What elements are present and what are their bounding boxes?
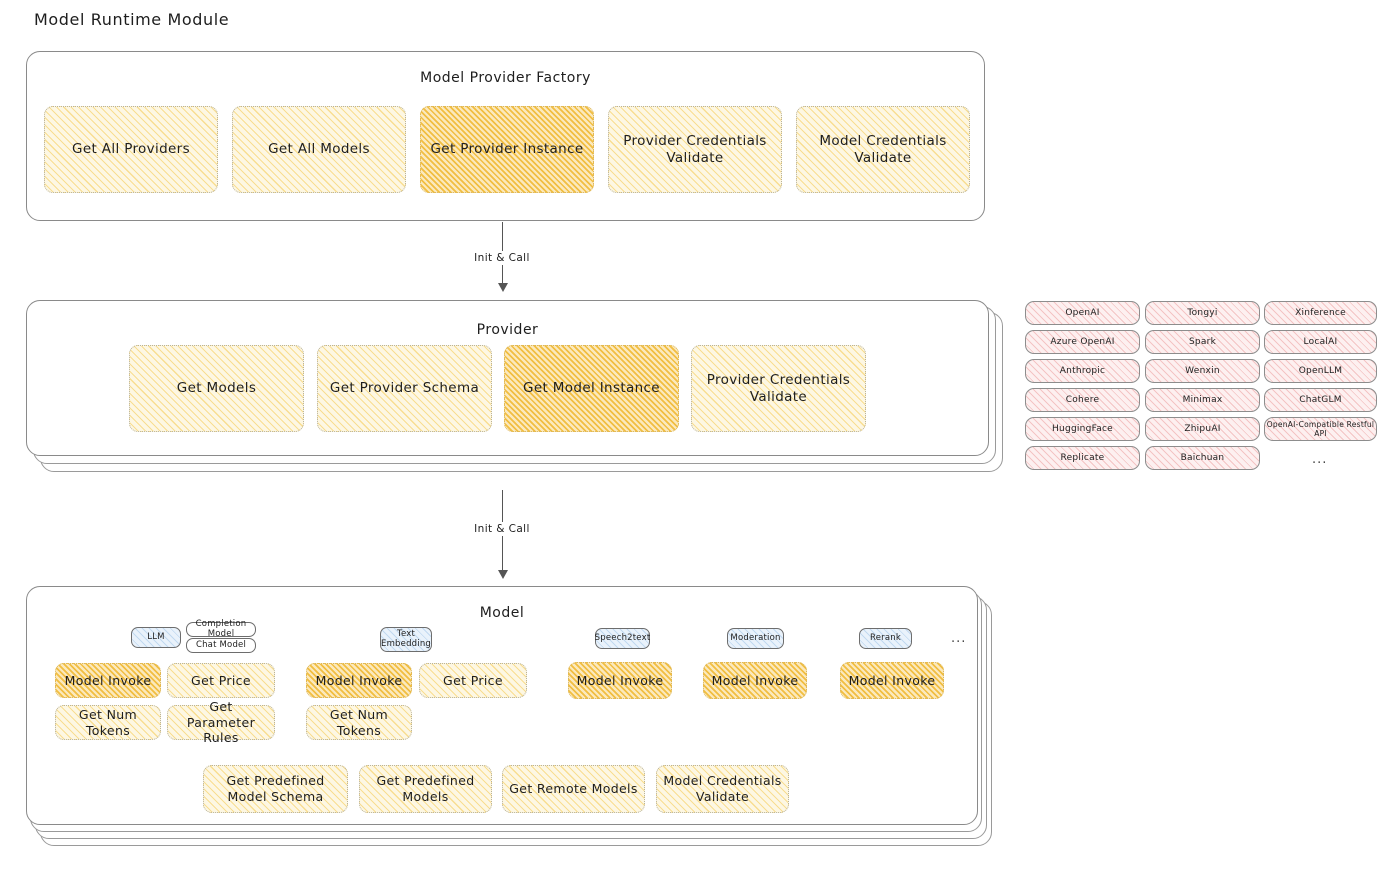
chip-llm-get-num-tokens[interactable]: Get Num Tokens xyxy=(55,705,161,740)
page-title: Model Runtime Module xyxy=(34,10,230,29)
pill-provider-openai[interactable]: OpenAI xyxy=(1025,301,1140,325)
arrow-head-provider-to-model xyxy=(498,570,508,579)
pill-provider-cohere[interactable]: Cohere xyxy=(1025,388,1140,412)
pill-provider-tongyi[interactable]: Tongyi xyxy=(1145,301,1260,325)
pill-provider-zhipuai[interactable]: ZhipuAI xyxy=(1145,417,1260,441)
panel-title-model-provider-factory: Model Provider Factory xyxy=(420,70,591,86)
arrow-label-init-and-call-1: Init & Call xyxy=(469,251,535,265)
badge-model-type-llm[interactable]: LLM xyxy=(131,627,181,648)
chip-text-embedding-get-num-tokens[interactable]: Get Num Tokens xyxy=(306,705,412,740)
badge-llm-chat-model[interactable]: Chat Model xyxy=(186,638,256,653)
badge-model-type-rerank[interactable]: Rerank xyxy=(859,628,912,649)
chip-get-provider-schema[interactable]: Get Provider Schema xyxy=(317,345,492,432)
pill-provider-openllm[interactable]: OpenLLM xyxy=(1264,359,1377,383)
chip-get-all-providers[interactable]: Get All Providers xyxy=(44,106,218,193)
chip-text-embedding-model-invoke[interactable]: Model Invoke xyxy=(306,663,412,698)
pill-provider-chatglm[interactable]: ChatGLM xyxy=(1264,388,1377,412)
badge-model-type-text-embedding[interactable]: Text Embedding xyxy=(380,627,432,652)
badge-model-type-speech2text[interactable]: Speech2text xyxy=(595,628,650,649)
chip-speech2text-model-invoke[interactable]: Model Invoke xyxy=(568,662,672,699)
chip-moderation-model-invoke[interactable]: Model Invoke xyxy=(703,662,807,699)
chip-llm-get-price[interactable]: Get Price xyxy=(167,663,275,698)
pill-provider-huggingface[interactable]: HuggingFace xyxy=(1025,417,1140,441)
provider-list-more-ellipsis: ... xyxy=(1312,452,1328,467)
chip-model-credentials-validate-2[interactable]: Model Credentials Validate xyxy=(656,765,789,813)
pill-provider-xinference[interactable]: Xinference xyxy=(1264,301,1377,325)
chip-model-credentials-validate[interactable]: Model Credentials Validate xyxy=(796,106,970,193)
panel-title-provider: Provider xyxy=(476,322,539,338)
chip-get-predefined-models[interactable]: Get Predefined Models xyxy=(359,765,492,813)
pill-provider-spark[interactable]: Spark xyxy=(1145,330,1260,354)
chip-get-provider-instance[interactable]: Get Provider Instance xyxy=(420,106,594,193)
chip-get-all-models[interactable]: Get All Models xyxy=(232,106,406,193)
badge-model-type-moderation[interactable]: Moderation xyxy=(727,628,784,649)
pill-provider-replicate[interactable]: Replicate xyxy=(1025,446,1140,470)
arrow-head-factory-to-provider xyxy=(498,283,508,292)
chip-llm-model-invoke[interactable]: Model Invoke xyxy=(55,663,161,698)
pill-provider-openai-compatible-restful-api[interactable]: OpenAI-Compatible Restful API xyxy=(1264,417,1377,441)
chip-get-remote-models[interactable]: Get Remote Models xyxy=(502,765,645,813)
chip-get-models[interactable]: Get Models xyxy=(129,345,304,432)
chip-rerank-model-invoke[interactable]: Model Invoke xyxy=(840,662,944,699)
pill-provider-minimax[interactable]: Minimax xyxy=(1145,388,1260,412)
model-types-more-ellipsis: ... xyxy=(951,631,967,646)
chip-text-embedding-get-price[interactable]: Get Price xyxy=(419,663,527,698)
pill-provider-anthropic[interactable]: Anthropic xyxy=(1025,359,1140,383)
chip-get-model-instance[interactable]: Get Model Instance xyxy=(504,345,679,432)
pill-provider-baichuan[interactable]: Baichuan xyxy=(1145,446,1260,470)
chip-get-predefined-model-schema[interactable]: Get Predefined Model Schema xyxy=(203,765,348,813)
chip-provider-credentials-validate[interactable]: Provider Credentials Validate xyxy=(608,106,782,193)
chip-provider-credentials-validate-2[interactable]: Provider Credentials Validate xyxy=(691,345,866,432)
pill-provider-localai[interactable]: LocalAI xyxy=(1264,330,1377,354)
badge-llm-completion-model[interactable]: Completion Model xyxy=(186,619,256,638)
pill-provider-wenxin[interactable]: Wenxin xyxy=(1145,359,1260,383)
arrow-label-init-and-call-2: Init & Call xyxy=(469,522,535,536)
chip-llm-get-parameter-rules[interactable]: Get Parameter Rules xyxy=(167,699,275,745)
pill-provider-azure-openai[interactable]: Azure OpenAI xyxy=(1025,330,1140,354)
panel-title-model: Model xyxy=(479,605,525,621)
